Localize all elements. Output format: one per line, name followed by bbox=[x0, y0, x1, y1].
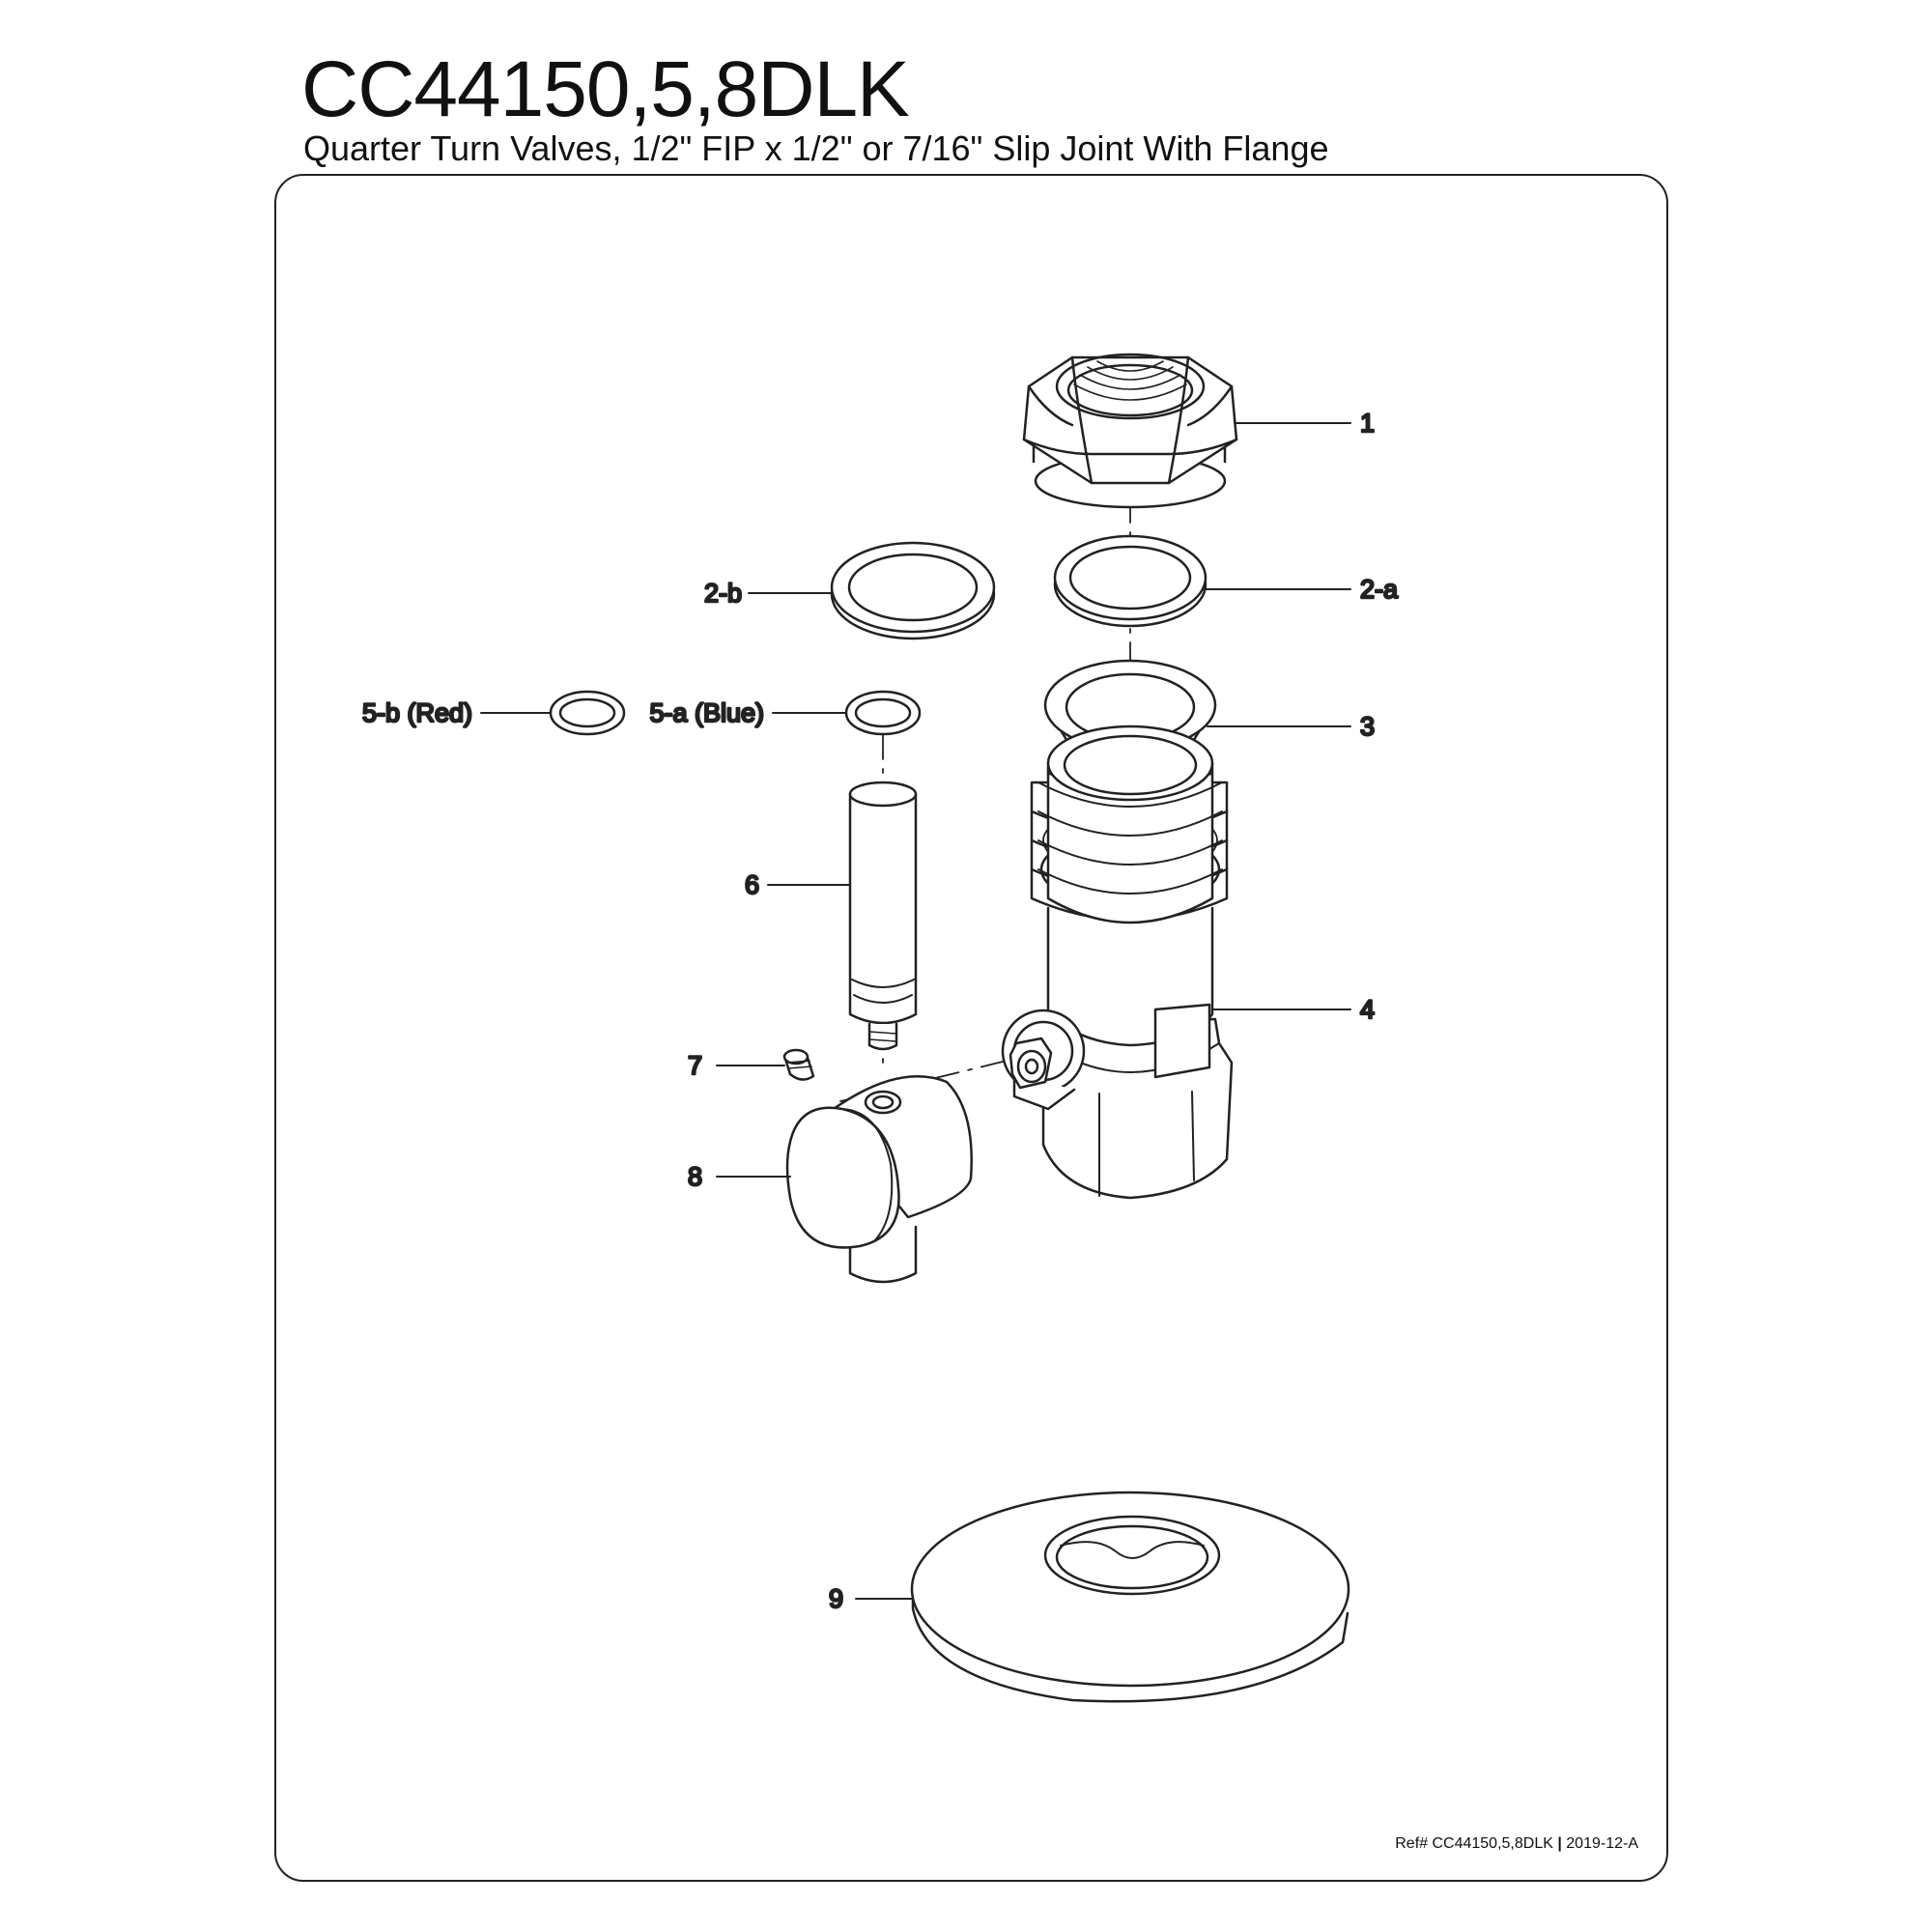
page-subtitle: Quarter Turn Valves, 1/2" FIP x 1/2" or … bbox=[303, 128, 1329, 168]
callout-6: 6 bbox=[745, 870, 759, 899]
part-9-flange bbox=[910, 1491, 1350, 1703]
callout-5a: 5-a (Blue) bbox=[649, 698, 764, 727]
page-title: CC44150,5,8DLK bbox=[301, 45, 910, 133]
callout-2b: 2-b bbox=[704, 579, 742, 608]
callout-3: 3 bbox=[1360, 712, 1375, 741]
part-1-hex-nut bbox=[1022, 353, 1238, 509]
reference-number: Ref# CC44150,5,8DLK bbox=[1395, 1835, 1553, 1852]
callout-2a: 2-a bbox=[1360, 575, 1399, 604]
part-7-set-screw bbox=[782, 1048, 815, 1081]
callout-9: 9 bbox=[829, 1584, 843, 1613]
part-5b-o-ring bbox=[549, 690, 626, 736]
diagram-frame bbox=[274, 174, 1668, 1882]
part-4-valve-body bbox=[1001, 724, 1234, 1200]
part-6-handle-stem bbox=[848, 781, 918, 1051]
part-5a-o-ring bbox=[844, 690, 922, 736]
part-2a-washer bbox=[1053, 534, 1208, 628]
callout-1: 1 bbox=[1360, 409, 1375, 438]
part-2b-washer bbox=[830, 541, 996, 640]
revision-code: 2019-12-A bbox=[1566, 1835, 1638, 1852]
callout-labels: 1 2-a 2-b 3 4 5-a (Blue) 5-b (Red) 6 7 8… bbox=[361, 408, 1401, 1615]
callout-8: 8 bbox=[688, 1162, 702, 1191]
callout-5b: 5-b (Red) bbox=[362, 698, 472, 727]
leader-lines bbox=[480, 422, 1351, 1600]
callout-7: 7 bbox=[688, 1051, 702, 1080]
reference-separator: | bbox=[1557, 1835, 1562, 1852]
part-8-handle bbox=[785, 1075, 973, 1284]
reference-footer: Ref# CC44150,5,8DLK | 2019-12-A bbox=[1395, 1835, 1638, 1853]
callout-4: 4 bbox=[1360, 995, 1375, 1024]
